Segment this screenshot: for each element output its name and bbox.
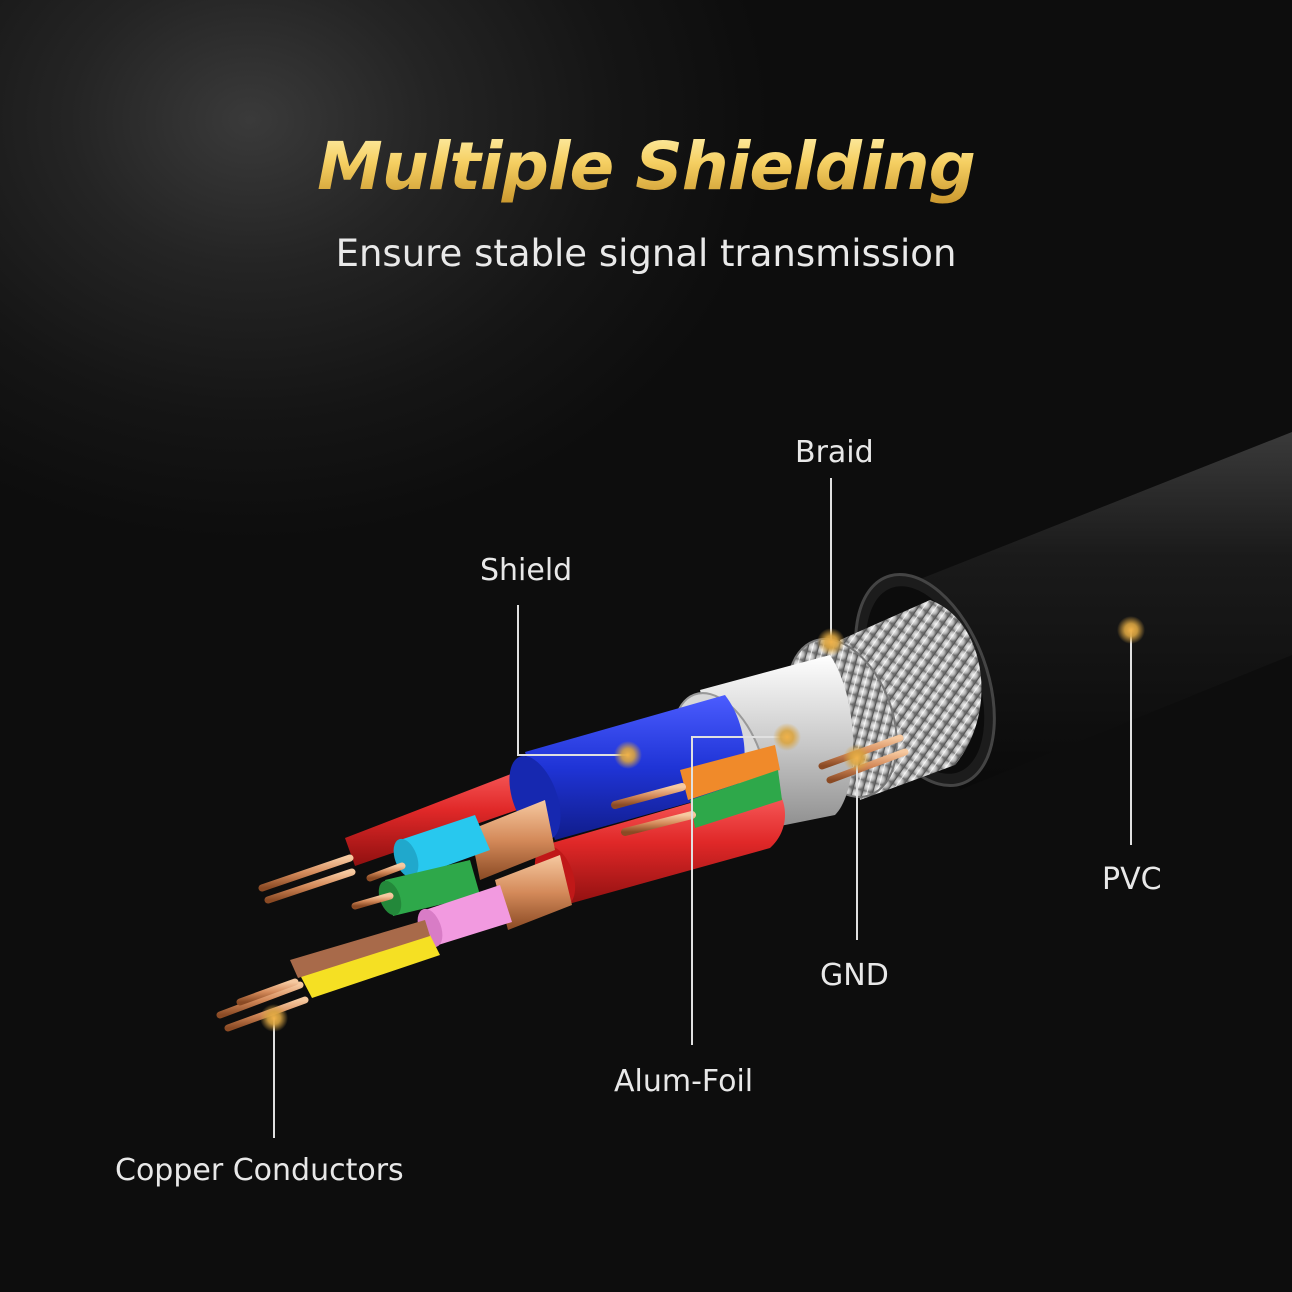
callout-markers	[260, 616, 1145, 1032]
callout-lines	[273, 478, 1132, 1138]
label-braid: Braid	[795, 435, 874, 470]
marker-dot-gnd	[843, 744, 871, 772]
marker-dot-copper	[260, 1004, 288, 1032]
label-pvc: PVC	[1102, 862, 1162, 897]
marker-dot-pvc	[1117, 616, 1145, 644]
marker-dot-shield	[614, 741, 642, 769]
green-orange-wires	[611, 745, 782, 836]
marker-dot-alum-foil	[773, 723, 801, 751]
shield-braid-bundles	[470, 800, 572, 930]
label-shield: Shield	[480, 553, 573, 588]
page-title: Multiple Shielding	[0, 128, 1292, 205]
yellow-brown-wires	[290, 920, 440, 998]
label-alum-foil: Alum-Foil	[614, 1064, 754, 1099]
label-gnd: GND	[820, 958, 889, 993]
marker-dot-braid	[817, 628, 845, 656]
label-copper-conductors: Copper Conductors	[115, 1153, 404, 1188]
page-subtitle: Ensure stable signal transmission	[335, 232, 957, 275]
